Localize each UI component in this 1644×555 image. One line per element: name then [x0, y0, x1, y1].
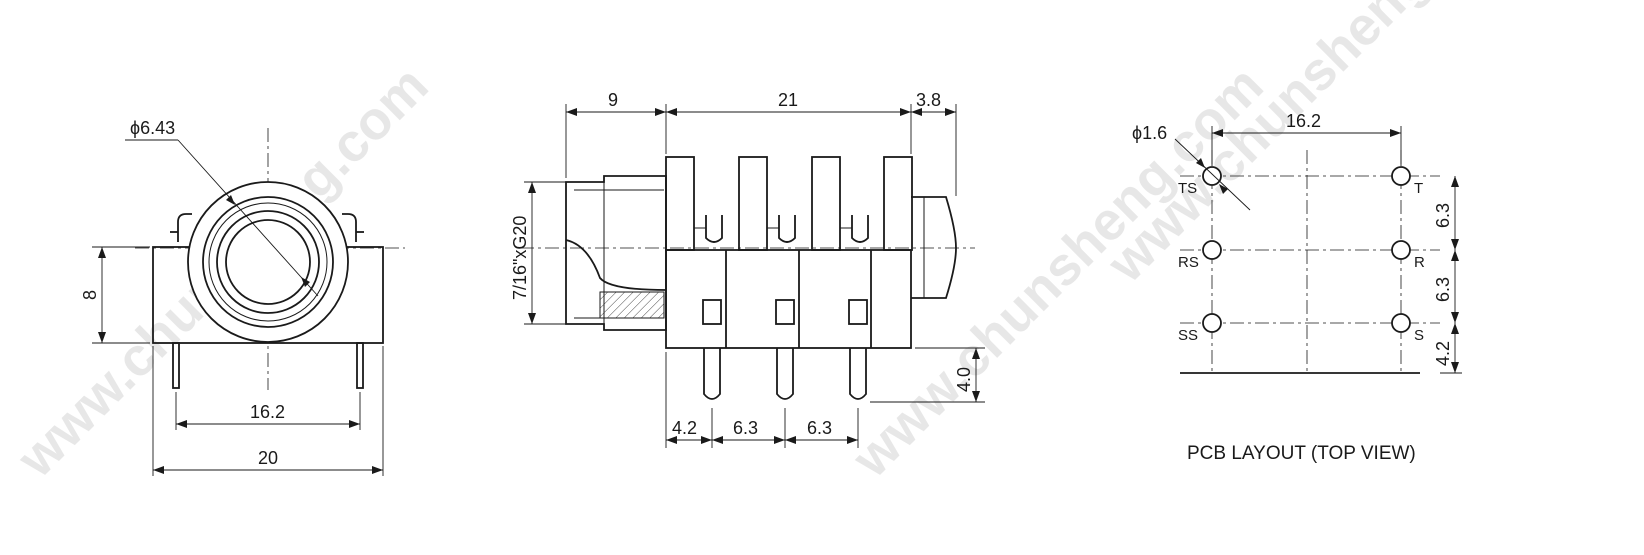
- dim-21: 21: [778, 90, 798, 110]
- side-view: 9 21 3.8 7/16"xG20 4.0 4.2 6.3 6.3: [510, 90, 985, 448]
- pcb-hole-r: [1391, 240, 1411, 260]
- vdim-4-2: 4.2: [1433, 341, 1453, 366]
- width-label: 20: [258, 448, 278, 468]
- pcb-caption: PCB LAYOUT (TOP VIEW): [1187, 443, 1416, 464]
- pcb-hole-s: [1391, 313, 1411, 333]
- pin-label-rs: RS: [1178, 254, 1199, 271]
- dim-3-8: 3.8: [916, 90, 941, 110]
- dim-6-3-b: 6.3: [807, 418, 832, 438]
- pcb-hole-t: [1391, 166, 1411, 186]
- watermark: www.chunsheng.com: [840, 55, 1274, 489]
- vdim-6-3-b: 6.3: [1433, 277, 1453, 302]
- pin-label-r: R: [1414, 254, 1425, 271]
- pcb-hole-rs: [1202, 240, 1222, 260]
- pin-spacing-label: 16.2: [250, 402, 285, 422]
- front-view: ϕ6.43 8 16.2 20: [80, 118, 405, 476]
- height-label: 8: [80, 290, 100, 300]
- dim-4-2: 4.2: [672, 418, 697, 438]
- spacing-label: 16.2: [1286, 111, 1321, 131]
- dim-9: 9: [608, 90, 618, 110]
- thread-label: 7/16"xG20: [510, 216, 530, 300]
- pin-length-label: 4.0: [954, 367, 974, 392]
- pin-label-t: T: [1414, 180, 1423, 197]
- vdim-6-3-a: 6.3: [1433, 203, 1453, 228]
- pin-label-ts: TS: [1178, 180, 1197, 197]
- dim-6-3-a: 6.3: [733, 418, 758, 438]
- pcb-hole-ts: [1202, 166, 1222, 186]
- pin-label-s: S: [1414, 327, 1424, 344]
- hole-diameter-label: ϕ1.6: [1132, 123, 1167, 143]
- diameter-label: ϕ6.43: [130, 118, 175, 138]
- pcb-layout: ϕ1.6 16.2 TS T RS R SS S 6.3 6.3 4.2 PCB…: [1132, 111, 1462, 464]
- pcb-hole-ss: [1202, 313, 1222, 333]
- pin-label-ss: SS: [1178, 327, 1198, 344]
